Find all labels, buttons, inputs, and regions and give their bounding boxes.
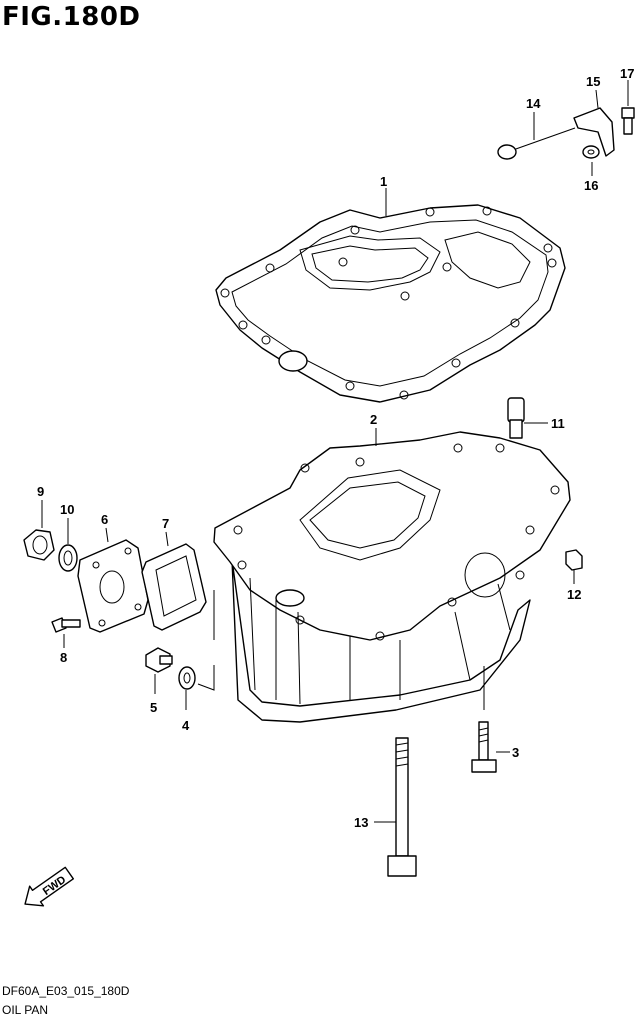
callout-10: 10 bbox=[60, 502, 74, 517]
figure-title: FIG.180D bbox=[2, 2, 141, 32]
callout-16: 16 bbox=[584, 178, 598, 193]
callout-14: 14 bbox=[526, 96, 541, 111]
part-1-gasket[interactable] bbox=[215, 204, 566, 403]
callout-15: 15 bbox=[586, 74, 600, 89]
callout-11: 11 bbox=[551, 416, 565, 431]
fwd-arrow-icon: FWD bbox=[24, 866, 75, 907]
callout-9: 9 bbox=[37, 484, 44, 499]
footer-name: OIL PAN bbox=[2, 1003, 49, 1017]
part-6-cover[interactable] bbox=[77, 539, 149, 633]
callout-3: 3 bbox=[512, 745, 519, 760]
part-11-fitting[interactable] bbox=[507, 397, 525, 439]
part-8-bolt[interactable] bbox=[51, 617, 81, 633]
callout-8: 8 bbox=[60, 650, 67, 665]
part-16-o-ring[interactable] bbox=[582, 145, 600, 159]
part-2-oil-pan[interactable] bbox=[213, 431, 571, 723]
callout-4: 4 bbox=[182, 718, 190, 733]
part-10-o-ring[interactable] bbox=[58, 544, 78, 572]
callout-17: 17 bbox=[620, 66, 634, 81]
callout-5: 5 bbox=[150, 700, 157, 715]
part-4-washer[interactable] bbox=[178, 666, 196, 690]
part-14-dipstick[interactable] bbox=[497, 127, 576, 160]
callout-12: 12 bbox=[567, 587, 581, 602]
part-13-bolt[interactable] bbox=[387, 737, 417, 877]
callout-7: 7 bbox=[162, 516, 169, 531]
part-9-plug[interactable] bbox=[23, 529, 55, 561]
callout-2: 2 bbox=[370, 412, 377, 427]
part-17-bolt[interactable] bbox=[621, 107, 635, 135]
part-7-cover-gasket[interactable] bbox=[141, 543, 207, 631]
footer-code: DF60A_E03_015_180D bbox=[2, 984, 130, 998]
callout-1: 1 bbox=[380, 174, 387, 189]
callout-6: 6 bbox=[101, 512, 108, 527]
part-15-guide[interactable] bbox=[573, 107, 615, 157]
part-12-plug[interactable] bbox=[565, 549, 583, 571]
callout-13: 13 bbox=[354, 815, 368, 830]
part-3-bolt[interactable] bbox=[471, 721, 497, 773]
part-5-drain-plug[interactable] bbox=[145, 647, 173, 673]
